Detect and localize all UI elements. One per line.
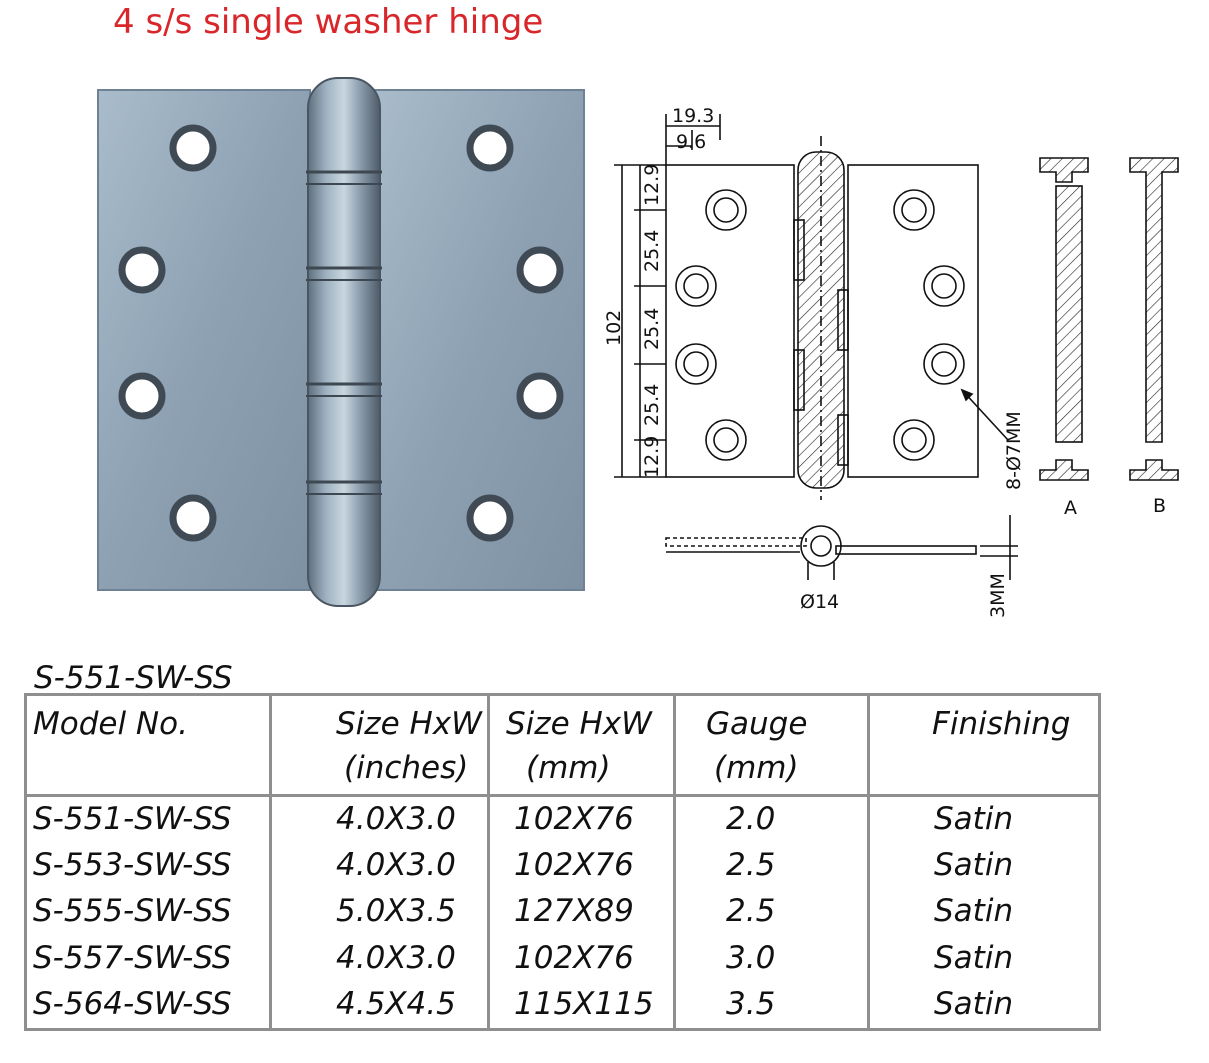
dim-spacing-3: 25.4 [641, 384, 663, 426]
cell-finishing: Satin [867, 889, 1101, 936]
table-header-row: Model No. Size HxW (inches) Size HxW (mm… [24, 694, 1101, 797]
pin-label-a: A [1064, 497, 1077, 519]
dim-height: 102 [603, 310, 625, 346]
header-finishing: Finishing [867, 694, 1101, 797]
screw-hole [466, 494, 514, 542]
table-row: S-553-SW-SS 4.0X3.0 102X76 2.5 Satin [24, 843, 1101, 890]
dim-width-half: 9.6 [676, 131, 706, 153]
cell-model: S-553-SW-SS [24, 843, 272, 890]
dim-spacing-bottom: 12.9 [641, 436, 663, 478]
table-row: S-564-SW-SS 4.5X4.5 115X115 3.5 Satin [24, 981, 1101, 1030]
dim-spacing-1: 25.4 [641, 230, 663, 272]
dim-knuckle-diameter: Ø14 [800, 591, 839, 613]
cell-finishing: Satin [867, 843, 1101, 890]
cell-size-inches: 4.0X3.0 [269, 795, 490, 844]
drawing-screw-hole [675, 343, 717, 385]
cell-size-mm: 102X76 [487, 795, 676, 844]
cell-size-inches: 4.0X3.0 [269, 935, 490, 982]
screw-hole [516, 372, 564, 420]
drawing-screw-hole [923, 343, 965, 385]
cell-gauge: 2.5 [673, 843, 870, 890]
hinge-photo [97, 77, 585, 607]
table-row: S-555-SW-SS 5.0X3.5 127X89 2.5 Satin [24, 889, 1101, 936]
series-model-code: S-551-SW-SS [34, 660, 233, 696]
cell-gauge: 3.5 [673, 981, 870, 1030]
cell-model: S-555-SW-SS [24, 889, 272, 936]
screw-hole [169, 494, 217, 542]
pin-label-b: B [1153, 495, 1166, 517]
screw-hole [118, 246, 166, 294]
cell-model: S-564-SW-SS [24, 981, 272, 1030]
header-size-mm: Size HxW (mm) [487, 694, 676, 797]
drawing-screw-hole [705, 419, 747, 461]
dim-spacing-2: 25.4 [641, 308, 663, 350]
drawing-screw-hole [893, 419, 935, 461]
cell-size-mm: 127X89 [487, 889, 676, 936]
table-row: S-551-SW-SS 4.0X3.0 102X76 2.0 Satin [24, 795, 1101, 844]
cell-size-inches: 5.0X3.5 [269, 889, 490, 936]
drawing-screw-hole [705, 189, 747, 231]
cell-size-mm: 102X76 [487, 935, 676, 982]
screw-hole [118, 372, 166, 420]
dim-holes: 8-Ø7MM [1003, 411, 1025, 490]
cell-finishing: Satin [867, 981, 1101, 1030]
drawing-left-leaf [665, 164, 795, 478]
cell-model: S-551-SW-SS [24, 795, 272, 844]
header-size-inches: Size HxW (inches) [269, 694, 490, 797]
screw-hole [516, 246, 564, 294]
spec-table: Model No. Size HxW (inches) Size HxW (mm… [24, 693, 1101, 1031]
cell-gauge: 3.0 [673, 935, 870, 982]
cell-size-inches: 4.0X3.0 [269, 843, 490, 890]
page-title: 4 s/s single washer hinge [113, 2, 544, 42]
cell-size-mm: 115X115 [487, 981, 676, 1030]
cell-model: S-557-SW-SS [24, 935, 272, 982]
drawing-screw-hole [923, 265, 965, 307]
header-model-no: Model No. [24, 694, 272, 797]
dim-spacing-top: 12.9 [641, 164, 663, 206]
dim-thickness: 3MM [987, 573, 1009, 618]
table-row: S-557-SW-SS 4.0X3.0 102X76 3.0 Satin [24, 935, 1101, 982]
cell-gauge: 2.0 [673, 795, 870, 844]
cell-gauge: 2.5 [673, 889, 870, 936]
cell-finishing: Satin [867, 795, 1101, 844]
header-gauge: Gauge (mm) [673, 694, 870, 797]
technical-drawing: 19.3 9.6 102 12.9 25.4 25.4 25.4 12.9 8-… [603, 105, 1179, 618]
drawing-right-leaf [847, 164, 979, 478]
cell-finishing: Satin [867, 935, 1101, 982]
dim-width-total: 19.3 [672, 105, 714, 127]
drawing-screw-hole [893, 189, 935, 231]
drawing-screw-hole [675, 265, 717, 307]
screw-hole [169, 124, 217, 172]
cell-size-mm: 102X76 [487, 843, 676, 890]
screw-hole [466, 124, 514, 172]
cell-size-inches: 4.5X4.5 [269, 981, 490, 1030]
